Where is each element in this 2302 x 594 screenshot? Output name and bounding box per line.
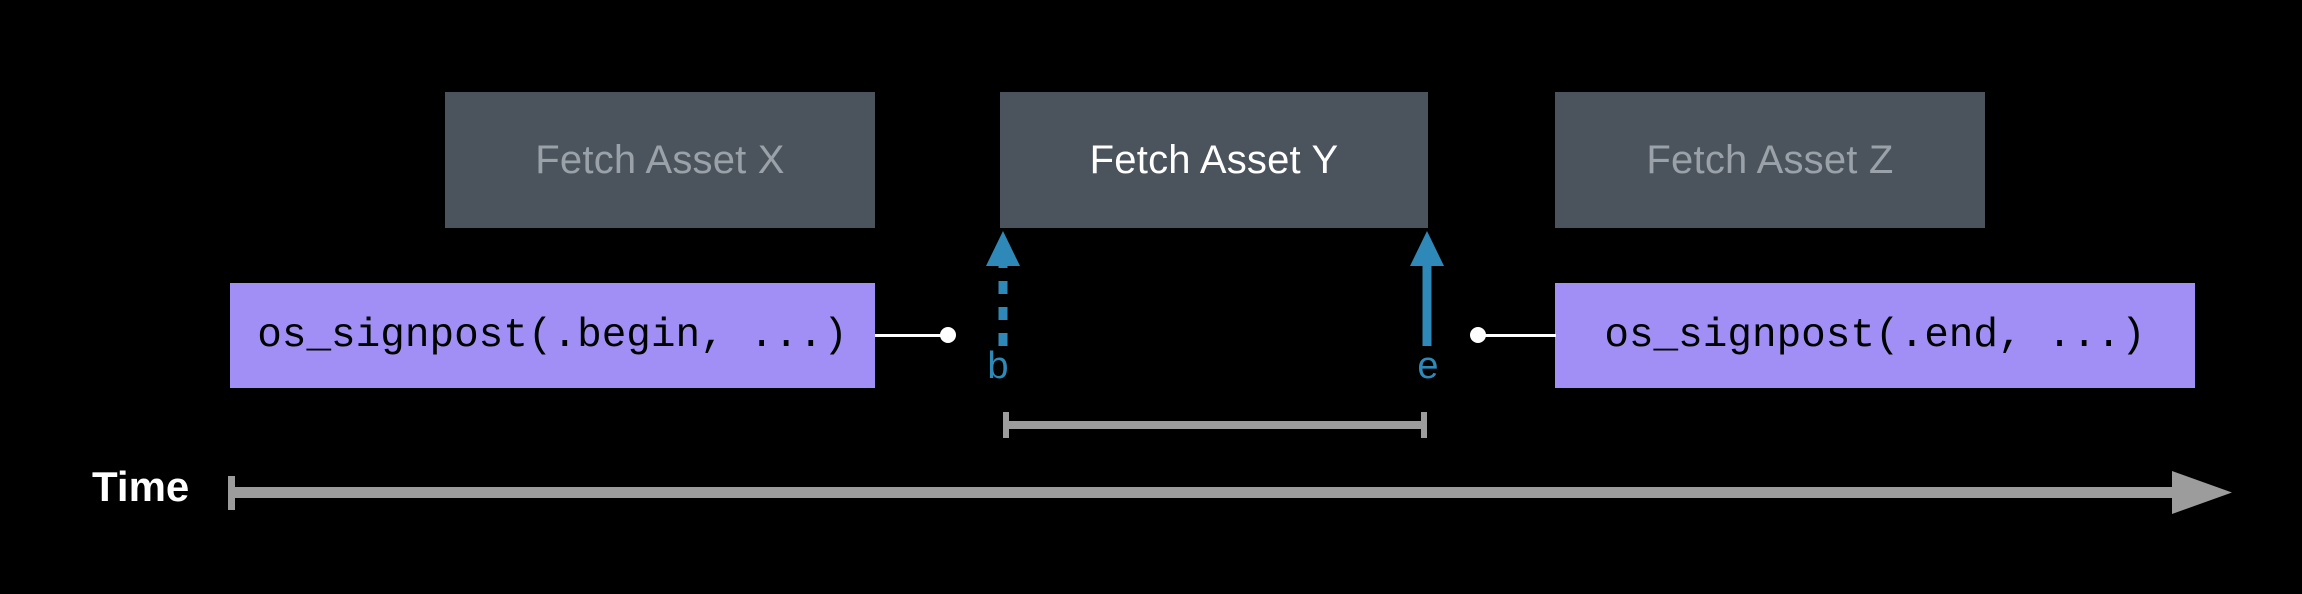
leader-dot-end — [1470, 327, 1486, 343]
signpost-box-begin[interactable]: os_signpost(.begin, ...) — [230, 283, 875, 388]
task-box-fetch-asset-x[interactable]: Fetch Asset X — [445, 92, 875, 228]
duration-measure-bar — [1003, 412, 1427, 438]
leader-line-begin — [875, 334, 949, 337]
leader-line-end — [1478, 334, 1556, 337]
task-box-fetch-asset-y[interactable]: Fetch Asset Y — [1000, 92, 1428, 228]
time-axis-label: Time — [92, 463, 190, 510]
task-label-x: Fetch Asset X — [535, 137, 785, 182]
marker-label-e: e — [1417, 345, 1439, 387]
leader-dot-begin — [940, 327, 956, 343]
signpost-box-end[interactable]: os_signpost(.end, ...) — [1555, 283, 2195, 388]
task-label-z: Fetch Asset Z — [1646, 137, 1894, 182]
marker-label-b: b — [987, 345, 1009, 387]
task-box-fetch-asset-z[interactable]: Fetch Asset Z — [1555, 92, 1985, 228]
signpost-label-end: os_signpost(.end, ...) — [1604, 312, 2146, 359]
signpost-label-begin: os_signpost(.begin, ...) — [257, 312, 848, 359]
marker-arrow-begin-dashed-icon — [986, 231, 1020, 346]
marker-arrow-end-solid-icon — [1410, 231, 1444, 346]
time-axis-arrow-icon — [228, 471, 2232, 514]
task-label-y: Fetch Asset Y — [1089, 137, 1339, 182]
